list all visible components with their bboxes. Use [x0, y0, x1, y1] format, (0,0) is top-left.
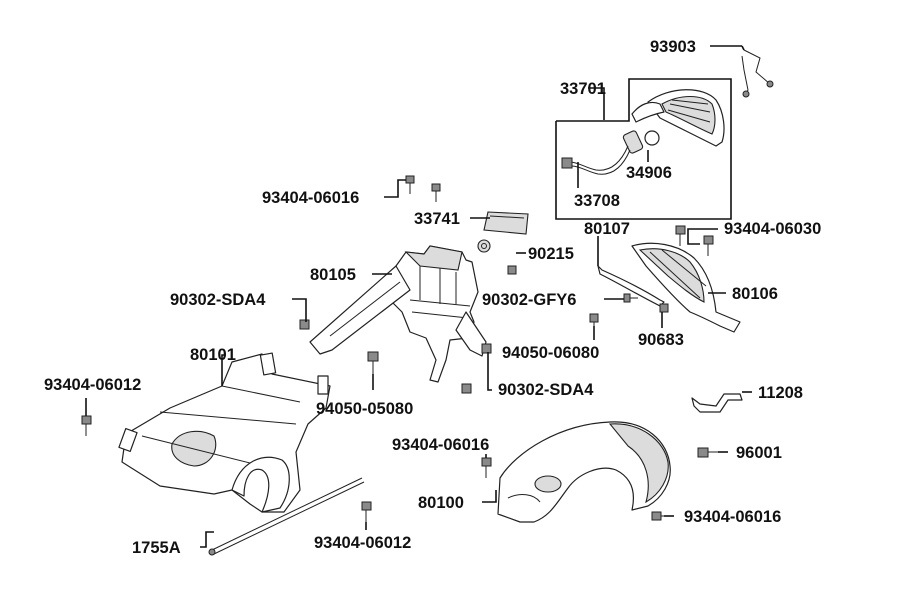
leader-lines [85, 45, 752, 548]
label-93404-06012-bottom: 93404-06012 [314, 534, 411, 552]
label-33701: 33701 [560, 80, 606, 98]
screw-93404-06012-bottom [361, 501, 372, 522]
label-33741: 33741 [414, 210, 460, 228]
screw-93404-06012-left [81, 415, 92, 436]
label-96001: 96001 [736, 444, 782, 462]
label-90683: 90683 [638, 331, 684, 349]
label-90302-gfy6: 90302-GFY6 [482, 291, 576, 309]
screw-93903 [743, 49, 771, 85]
grommet-90215 [477, 239, 491, 253]
label-1755a: 1755A [132, 539, 181, 557]
label-93404-06012-left: 93404-06012 [44, 376, 141, 394]
tail-light-group-box [555, 78, 732, 220]
tail-light-mount [631, 101, 665, 123]
bolt-94050-05080 [367, 351, 379, 374]
wire-connector [561, 157, 573, 169]
license-plate-holder-80106 [631, 242, 741, 333]
nut-90683 [659, 303, 669, 313]
part-number-labels: 93903 33701 34906 33708 93404-06016 3374… [44, 38, 821, 557]
bulb-socket [622, 130, 644, 154]
label-93404-06016-bottom: 93404-06016 [684, 508, 781, 526]
rear-frame-80105 [309, 245, 487, 383]
screw-93404-06030 [675, 225, 714, 256]
label-33708: 33708 [574, 192, 620, 210]
clip-90302-left [299, 319, 310, 330]
label-80101: 80101 [190, 346, 236, 364]
label-80105: 80105 [310, 266, 356, 284]
screw-93404-06016-mid [481, 457, 492, 478]
under-tray-80101 [118, 352, 331, 513]
reflector-33741 [483, 211, 529, 235]
cable-1755a [208, 477, 365, 556]
label-94050-06080: 94050-06080 [502, 344, 599, 362]
label-80100: 80100 [418, 494, 464, 512]
clip-90302-right-b [461, 383, 472, 394]
tray-loop [231, 456, 290, 513]
label-93404-06030: 93404-06030 [724, 220, 821, 238]
label-93903: 93903 [650, 38, 696, 56]
label-94050-05080: 94050-05080 [316, 400, 413, 418]
label-90215: 90215 [528, 245, 574, 263]
label-11208: 11208 [758, 384, 803, 402]
tail-light-lens [661, 95, 716, 135]
rear-fender-80100 [497, 421, 671, 523]
label-93404-06016-top: 93404-06016 [262, 189, 359, 207]
nut-90215 [507, 265, 517, 275]
label-34906: 34906 [626, 164, 672, 182]
wire-harness [569, 145, 629, 171]
clip-96001 [697, 447, 718, 458]
tail-light-group [555, 49, 774, 220]
label-80106: 80106 [732, 285, 778, 303]
bracket-11208 [691, 393, 743, 413]
bracket-80107 [597, 265, 665, 307]
label-90302-sda4-right: 90302-SDA4 [498, 381, 594, 399]
screws-93404-06016-top [405, 175, 441, 202]
clip-90302-right-a [481, 343, 492, 354]
bulb [644, 130, 660, 146]
label-80107: 80107 [584, 220, 630, 238]
label-90302-sda4-left: 90302-SDA4 [170, 291, 266, 309]
screw-90302-gfy6 [623, 293, 638, 303]
label-93404-06016-mid: 93404-06016 [392, 436, 489, 454]
